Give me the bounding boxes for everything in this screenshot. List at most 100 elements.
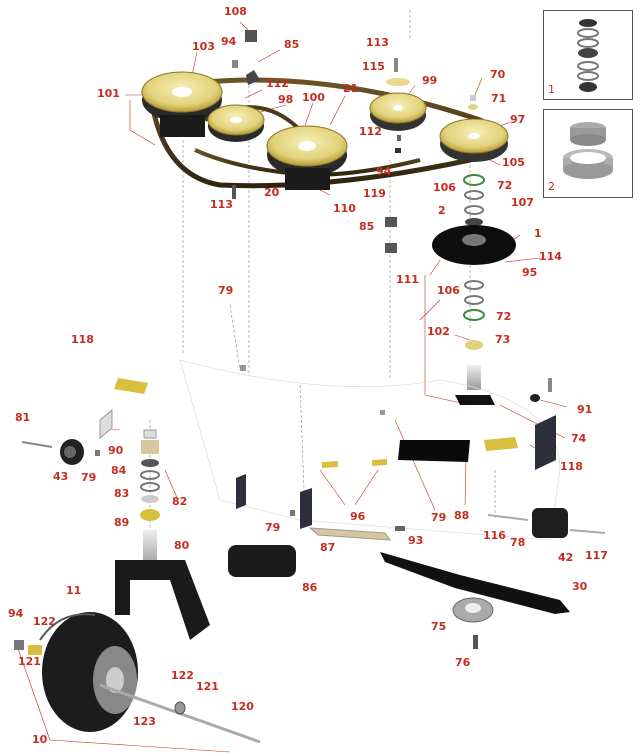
callout-96: 96 — [350, 510, 366, 523]
callout-74: 74 — [571, 432, 587, 445]
callout-102: 102 — [427, 325, 450, 338]
callout-122-left: 122 — [33, 615, 56, 628]
callout-90: 90 — [108, 444, 124, 457]
blade-hub — [452, 597, 494, 649]
roller-86 — [228, 545, 296, 577]
callout-93: 93 — [408, 534, 424, 547]
callout-71: 71 — [491, 92, 507, 105]
pulley-98 — [207, 104, 265, 142]
callout-30: 30 — [572, 580, 588, 593]
callout-94-mid: 94 — [376, 165, 392, 178]
callout-72-low: 72 — [496, 310, 512, 323]
callout-108: 108 — [224, 5, 247, 18]
callout-43: 43 — [53, 470, 69, 483]
callout-79-top: 79 — [218, 284, 234, 297]
callout-70: 70 — [490, 68, 506, 81]
callout-86: 86 — [302, 581, 318, 594]
callout-85-top: 85 — [284, 38, 300, 51]
caster-wheel — [14, 612, 261, 744]
callout-1: 1 — [534, 227, 542, 240]
callout-88: 88 — [454, 509, 470, 522]
callout-111: 111 — [396, 273, 419, 286]
callout-79-left: 79 — [81, 471, 97, 484]
callout-98: 98 — [278, 93, 294, 106]
callout-87: 87 — [320, 541, 336, 554]
callout-117: 117 — [585, 549, 608, 562]
callout-101: 101 — [97, 87, 120, 100]
blade — [380, 552, 570, 614]
callout-103: 103 — [192, 40, 215, 53]
callout-107: 107 — [511, 196, 534, 209]
callout-100: 100 — [302, 91, 325, 104]
callout-118-left: 118 — [71, 333, 94, 346]
callout-118-right: 118 — [560, 460, 583, 473]
pulley-97 — [439, 118, 509, 162]
callout-99: 99 — [422, 74, 438, 87]
bearing-race-icon — [563, 122, 613, 179]
caster-stack — [140, 429, 160, 521]
callout-91: 91 — [577, 403, 593, 416]
baffles — [99, 378, 556, 529]
callout-106-top: 106 — [433, 181, 456, 194]
pulley-100 — [266, 125, 348, 190]
callout-120: 120 — [231, 700, 254, 713]
deck-outline — [179, 359, 561, 541]
callout-105: 105 — [502, 156, 525, 169]
callout-78: 78 — [510, 536, 526, 549]
caster-fork — [115, 530, 210, 640]
spindle-assembly — [432, 174, 516, 405]
misc-hardware — [95, 365, 552, 516]
callout-113-top: 113 — [366, 36, 389, 49]
callout-94-top: 94 — [221, 35, 237, 48]
callout-110: 110 — [333, 202, 356, 215]
center-lines — [149, 10, 496, 530]
callout-80: 80 — [174, 539, 190, 552]
callout-11: 11 — [66, 584, 82, 597]
callout-10: 10 — [32, 733, 48, 746]
callout-123: 123 — [133, 715, 156, 728]
callout-82: 82 — [172, 495, 188, 508]
callout-94-low: 94 — [8, 607, 24, 620]
pulley-101 — [141, 71, 223, 137]
callout-20: 20 — [264, 186, 280, 199]
front-roller — [21, 439, 84, 465]
callout-115: 115 — [362, 60, 385, 73]
callout-113-left: 113 — [210, 198, 233, 211]
callout-76: 76 — [455, 656, 471, 669]
callout-119: 119 — [363, 187, 386, 200]
callout-121-left: 121 — [18, 655, 41, 668]
callout-72-top: 72 — [497, 179, 513, 192]
rear-roller — [487, 508, 606, 538]
callout-79-low: 79 — [265, 521, 281, 534]
hardware-top — [232, 30, 478, 253]
callout-73: 73 — [495, 333, 511, 346]
callout-114: 114 — [539, 250, 562, 263]
callout-2: 2 — [438, 204, 446, 217]
callout-122-right: 122 — [171, 669, 194, 682]
callout-97: 97 — [510, 113, 526, 126]
callout-84: 84 — [111, 464, 127, 477]
callout-89: 89 — [114, 516, 130, 529]
bearing-stack-icon — [577, 19, 599, 92]
callout-121-right: 121 — [196, 680, 219, 693]
callout-83: 83 — [114, 487, 130, 500]
pulley-99 — [369, 92, 427, 131]
callout-116: 116 — [483, 529, 506, 542]
inset-bearing-race: 2 — [543, 109, 633, 198]
callout-112-left: 112 — [266, 77, 289, 90]
callout-42: 42 — [558, 551, 574, 564]
callout-112-mid: 112 — [359, 125, 382, 138]
callout-95: 95 — [522, 266, 538, 279]
inset-label-1: 1 — [548, 83, 555, 96]
callout-75: 75 — [431, 620, 447, 633]
callout-85-mid: 85 — [359, 220, 375, 233]
inset-label-2: 2 — [548, 180, 555, 193]
leader-lines — [14, 21, 568, 753]
callout-81: 81 — [15, 411, 31, 424]
callout-106-low: 106 — [437, 284, 460, 297]
callout-21: 21 — [343, 82, 359, 95]
rod-87 — [308, 526, 405, 541]
callout-79-mid: 79 — [431, 511, 447, 524]
